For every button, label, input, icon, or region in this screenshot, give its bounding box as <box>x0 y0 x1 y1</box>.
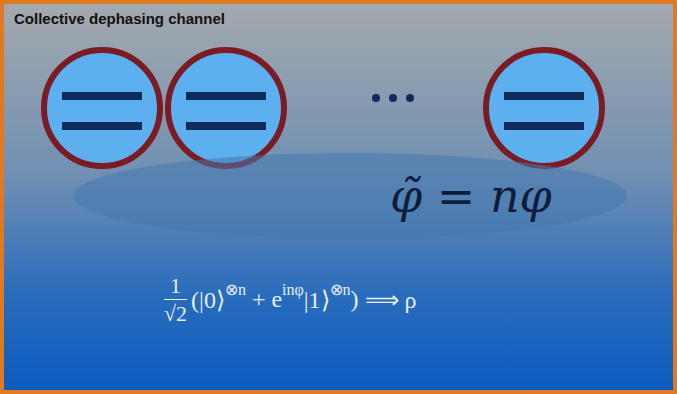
formula-part: ) <box>351 286 359 313</box>
ellipse-fill <box>73 153 627 239</box>
panel-title: Collective dephasing channel <box>14 10 225 27</box>
qubit-circle <box>168 50 284 166</box>
formula-part: ⟹ ρ <box>359 286 417 314</box>
formula-part: 1 <box>170 274 181 297</box>
formula-part: ⊗n <box>225 280 246 299</box>
fraction-bar <box>164 299 187 300</box>
collective-ellipse: φ̃ = nφ <box>72 152 628 240</box>
qubit-circle <box>486 50 602 166</box>
qubit-circle <box>44 50 160 166</box>
formula-part: inφ <box>282 281 304 299</box>
formula-part: √2 <box>164 302 187 325</box>
formula-part: |1⟩ <box>304 286 330 314</box>
ellipsis-dots <box>372 94 414 102</box>
fraction: 1√2 <box>164 274 187 325</box>
formula-part: (|0⟩ <box>191 286 225 314</box>
state-formula: 1√2(|0⟩⊗n + einφ|1⟩⊗n) ⟹ ρ <box>164 274 417 325</box>
formula-part: + e <box>246 286 282 313</box>
phase-equation: φ̃ = nφ <box>390 169 552 223</box>
formula-part: ⊗n <box>330 280 351 299</box>
